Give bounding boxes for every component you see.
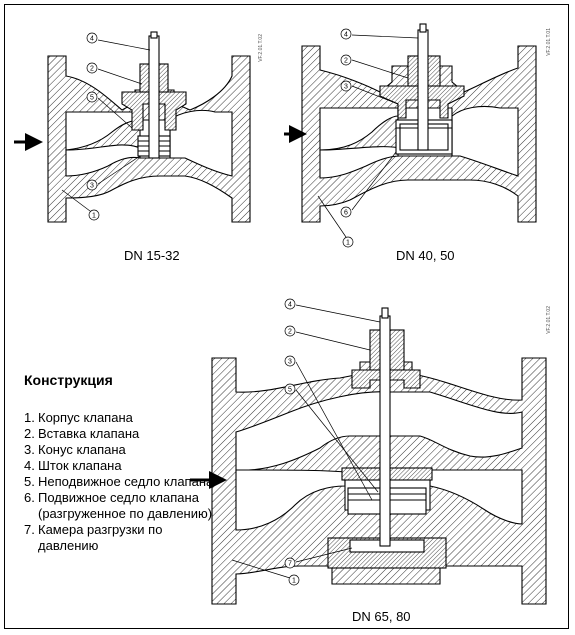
valve-diagram-dn65-80: [190, 298, 547, 605]
legend-item: 7.Камера разгрузки по давлению: [24, 522, 214, 554]
legend-item-num: 7.: [24, 522, 35, 537]
caption-dn15-32: DN 15-32: [124, 248, 180, 263]
legend-item: 5.Неподвижное седло клапана: [24, 474, 214, 490]
caption-dn40-50: DN 40, 50: [396, 248, 455, 263]
callout-num: 5: [90, 95, 94, 102]
legend-item: 1.Корпус клапана: [24, 410, 214, 426]
legend-title: Конструкция: [24, 372, 113, 388]
legend-item-text: Корпус клапана: [38, 410, 133, 425]
construction-legend: Конструкция 1.Корпус клапана 2.Вставка к…: [24, 372, 214, 554]
figure-frame: [4, 4, 569, 629]
callout-num: 4: [90, 36, 94, 43]
callout-num: 3: [344, 84, 348, 91]
callout-num: 2: [288, 329, 292, 336]
legend-list: 1.Корпус клапана 2.Вставка клапана 3.Кон…: [24, 410, 214, 554]
legend-item: 6.Подвижное седло клапана (разгруженное …: [24, 490, 214, 522]
legend-item-num: 6.: [24, 490, 35, 505]
legend-item: 2.Вставка клапана: [24, 426, 214, 442]
callout-num: 1: [92, 213, 96, 220]
legend-item: 4.Шток клапана: [24, 458, 214, 474]
legend-item-text: Шток клапана: [38, 458, 122, 473]
legend-item-num: 5.: [24, 474, 35, 489]
drawing-code: VF.2.01.T.02: [546, 306, 552, 334]
legend-item-num: 1.: [24, 410, 35, 425]
legend-item-text: Конус клапана: [38, 442, 126, 457]
legend-item-num: 3.: [24, 442, 35, 457]
legend-item-text: Камера разгрузки по давлению: [38, 522, 163, 553]
callout-num: 7: [288, 561, 292, 568]
callout-num: 3: [90, 183, 94, 190]
valve-diagram-dn40-50: [284, 23, 537, 248]
callout-num: 1: [292, 578, 296, 585]
drawing-code: VF.2.01.T.02: [258, 34, 264, 62]
callout-num: 6: [344, 210, 348, 217]
legend-item-text: Неподвижное седло клапана: [38, 474, 214, 489]
callout-num: 2: [90, 66, 94, 73]
callout-num: 2: [344, 58, 348, 65]
legend-item: 3.Конус клапана: [24, 442, 214, 458]
callout-num: 5: [288, 387, 292, 394]
caption-dn65-80: DN 65, 80: [352, 609, 411, 624]
callout-num: 1: [346, 240, 350, 247]
legend-item-num: 4.: [24, 458, 35, 473]
drawing-code: VF.2.01.T.01: [546, 28, 552, 56]
legend-item-num: 2.: [24, 426, 35, 441]
callout-num: 3: [288, 359, 292, 366]
valve-diagram-dn15-32: [14, 31, 251, 223]
legend-item-text: Подвижное седло клапана (разгруженное по…: [38, 490, 213, 521]
legend-item-text: Вставка клапана: [38, 426, 140, 441]
callout-num: 4: [344, 32, 348, 39]
callout-num: 4: [288, 302, 292, 309]
